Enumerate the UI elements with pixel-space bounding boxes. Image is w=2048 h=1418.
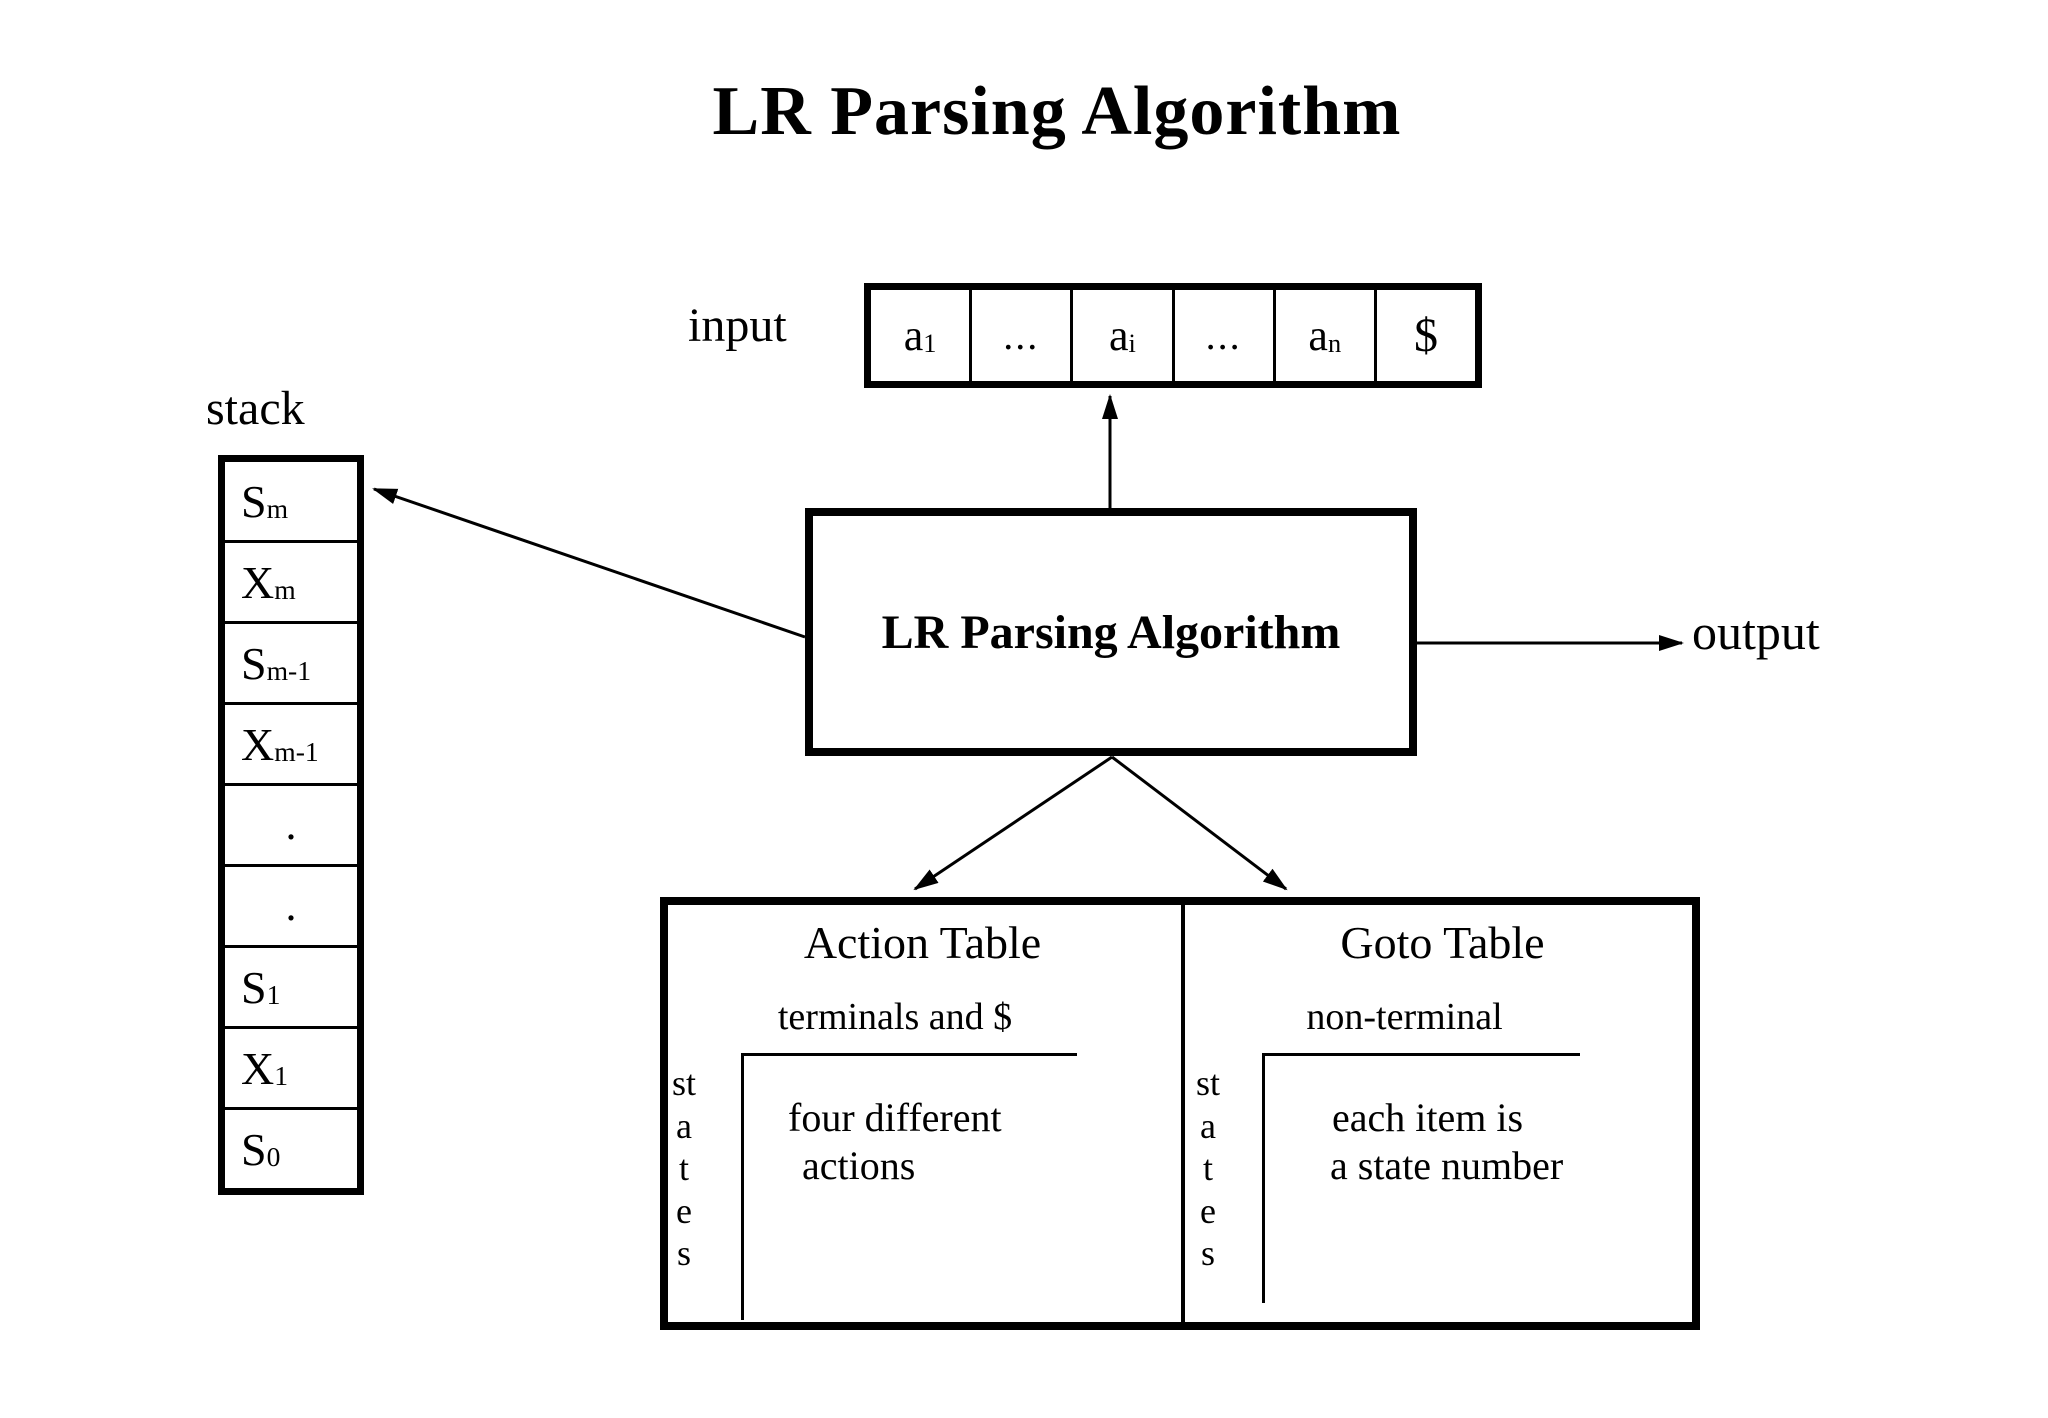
tables-divider — [1181, 897, 1185, 1330]
arrow-parser-to-action-table — [913, 755, 1113, 891]
output-label: output — [1692, 604, 1820, 660]
parser-box: LR Parsing Algorithm — [805, 508, 1417, 756]
input-cell-ellipsis-1: ... — [972, 290, 1074, 381]
action-table-left-rule — [741, 1053, 744, 1320]
goto-table-columns-label: non-terminal — [1306, 996, 1503, 1038]
input-cell-dollar: $ — [1413, 309, 1438, 362]
input-label: input — [688, 299, 787, 352]
parser-box-label: LR Parsing Algorithm — [881, 605, 1341, 659]
stack-cell-dot-2: . — [225, 867, 357, 948]
input-cell-ellipsis-2: ... — [1175, 290, 1276, 381]
stack-cell-dot-1: . — [225, 786, 357, 867]
arrow-parser-to-stack — [372, 487, 806, 639]
stack-label: stack — [206, 382, 305, 435]
action-table-columns-label: terminals and $ — [777, 996, 1013, 1038]
goto-table-note-line2: a state number — [1330, 1143, 1564, 1188]
action-table-title: Action Table — [803, 917, 1042, 968]
tables-box — [660, 897, 1700, 1330]
action-table-top-rule — [741, 1053, 1077, 1056]
action-table-rows-label: states — [672, 1063, 697, 1273]
goto-table-note-line1: each item is — [1332, 1095, 1524, 1140]
goto-table-rows-label: states — [1196, 1063, 1221, 1273]
action-table-note-line2: actions — [802, 1143, 916, 1188]
arrow-parser-to-goto-table — [1111, 755, 1288, 891]
goto-table-left-rule — [1262, 1053, 1265, 1303]
page-title: LR Parsing Algorithm — [712, 73, 1402, 150]
goto-table-title: Goto Table — [1340, 917, 1545, 968]
goto-table-top-rule — [1262, 1053, 1580, 1056]
action-table-note-line1: four different — [788, 1095, 1002, 1140]
